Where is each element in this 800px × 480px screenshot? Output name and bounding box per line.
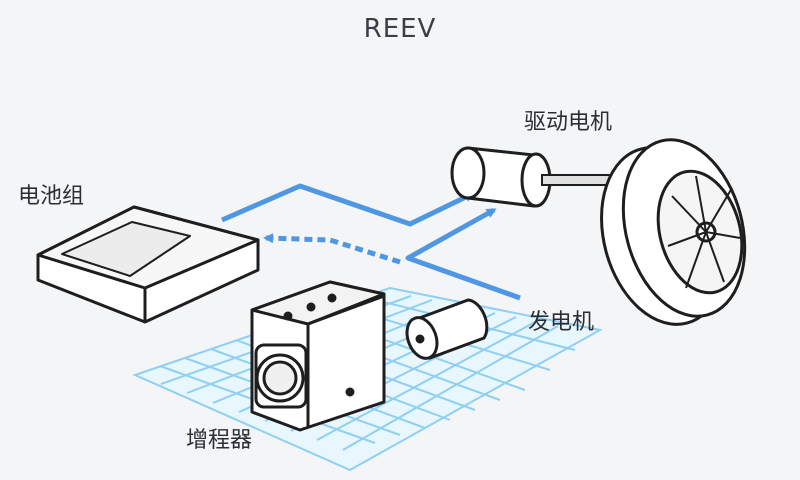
flow-generator-to-battery — [263, 233, 401, 265]
drive-motor-label: 驱动电机 — [524, 110, 613, 135]
generator-label: 发电机 — [528, 310, 595, 335]
wheel — [600, 138, 747, 326]
battery-label: 电池组 — [18, 184, 85, 209]
generator — [405, 298, 489, 360]
flow-battery-to-motor — [221, 183, 475, 227]
diagram-title: REEV — [363, 14, 437, 44]
range-extender-label: 增程器 — [186, 428, 253, 453]
range-extender — [250, 280, 386, 432]
flow-generator-to-motor — [405, 207, 521, 301]
energy-flow — [221, 183, 521, 301]
drive-motor — [450, 146, 623, 208]
battery-pack — [36, 205, 260, 324]
